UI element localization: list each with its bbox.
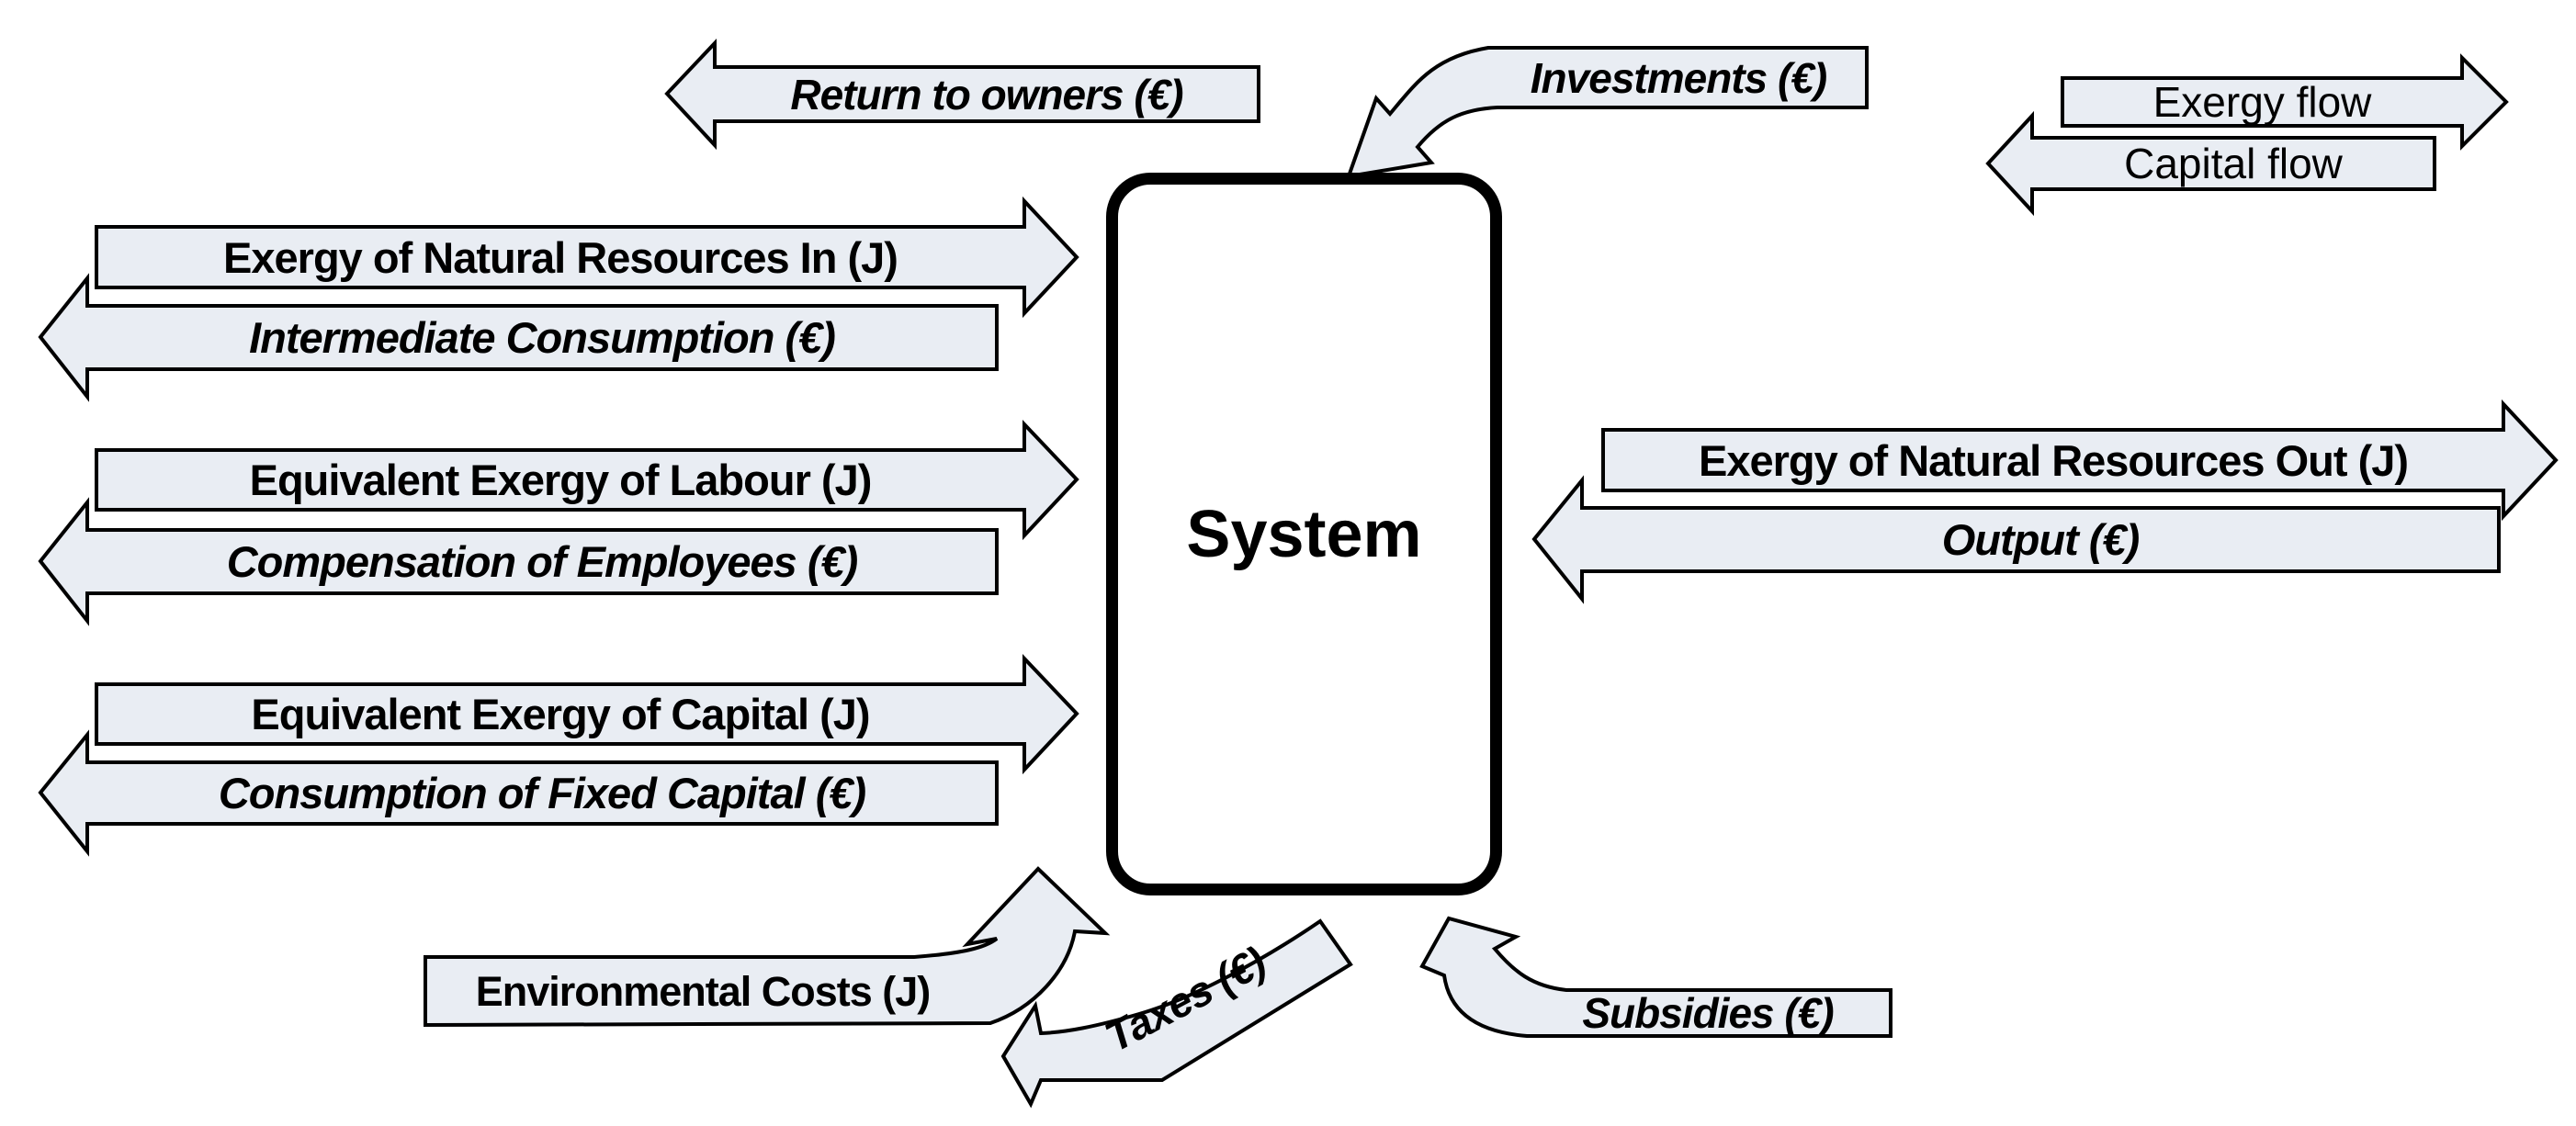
consumption-fixed-capital-label: Consumption of Fixed Capital (€)	[218, 769, 866, 817]
taxes-arrow	[1000, 918, 1353, 1109]
legend-capital-flow-label: Capital flow	[2124, 140, 2343, 187]
intermediate-consumption-label: Intermediate Consumption (€)	[249, 313, 836, 362]
exergy-natural-in-label: Exergy of Natural Resources In (J)	[223, 232, 898, 282]
equivalent-exergy-labour-label: Equivalent Exergy of Labour (J)	[249, 456, 873, 504]
consumption-fixed-capital-arrow	[38, 729, 999, 857]
investments-label: Investments (€)	[1530, 53, 1827, 102]
system-box: System	[1106, 173, 1502, 895]
exergy-natural-in-arrow	[95, 196, 1079, 319]
return-to-owners-label: Return to owners (€)	[790, 70, 1183, 118]
subsidies-arrow	[1419, 916, 1892, 1038]
legend-exergy-flow-arrow	[2061, 53, 2509, 151]
subsidies-label: Subsidies (€)	[1582, 989, 1834, 1037]
legend-exergy-flow-label: Exergy flow	[2152, 78, 2372, 126]
output-label: Output (€)	[1941, 515, 2141, 564]
intermediate-consumption-arrow	[38, 273, 999, 402]
legend-capital-flow-arrow	[1985, 110, 2436, 217]
compensation-employees-label: Compensation of Employees (€)	[226, 537, 859, 586]
compensation-employees-arrow	[38, 497, 999, 626]
environmental-costs-arrow	[424, 866, 1111, 1028]
return-to-owners-arrow	[664, 38, 1260, 151]
system-label: System	[1186, 497, 1422, 571]
equivalent-exergy-labour-arrow	[95, 419, 1079, 541]
exergy-natural-out-arrow	[1601, 399, 2559, 522]
exergy-natural-out-label: Exergy of Natural Resources Out (J)	[1698, 435, 2409, 485]
environmental-costs-label: Environmental Costs (J)	[475, 967, 932, 1015]
equivalent-exergy-capital-arrow	[95, 653, 1079, 775]
output-arrow	[1531, 475, 2501, 604]
equivalent-exergy-capital-label: Equivalent Exergy of Capital (J)	[251, 690, 870, 738]
